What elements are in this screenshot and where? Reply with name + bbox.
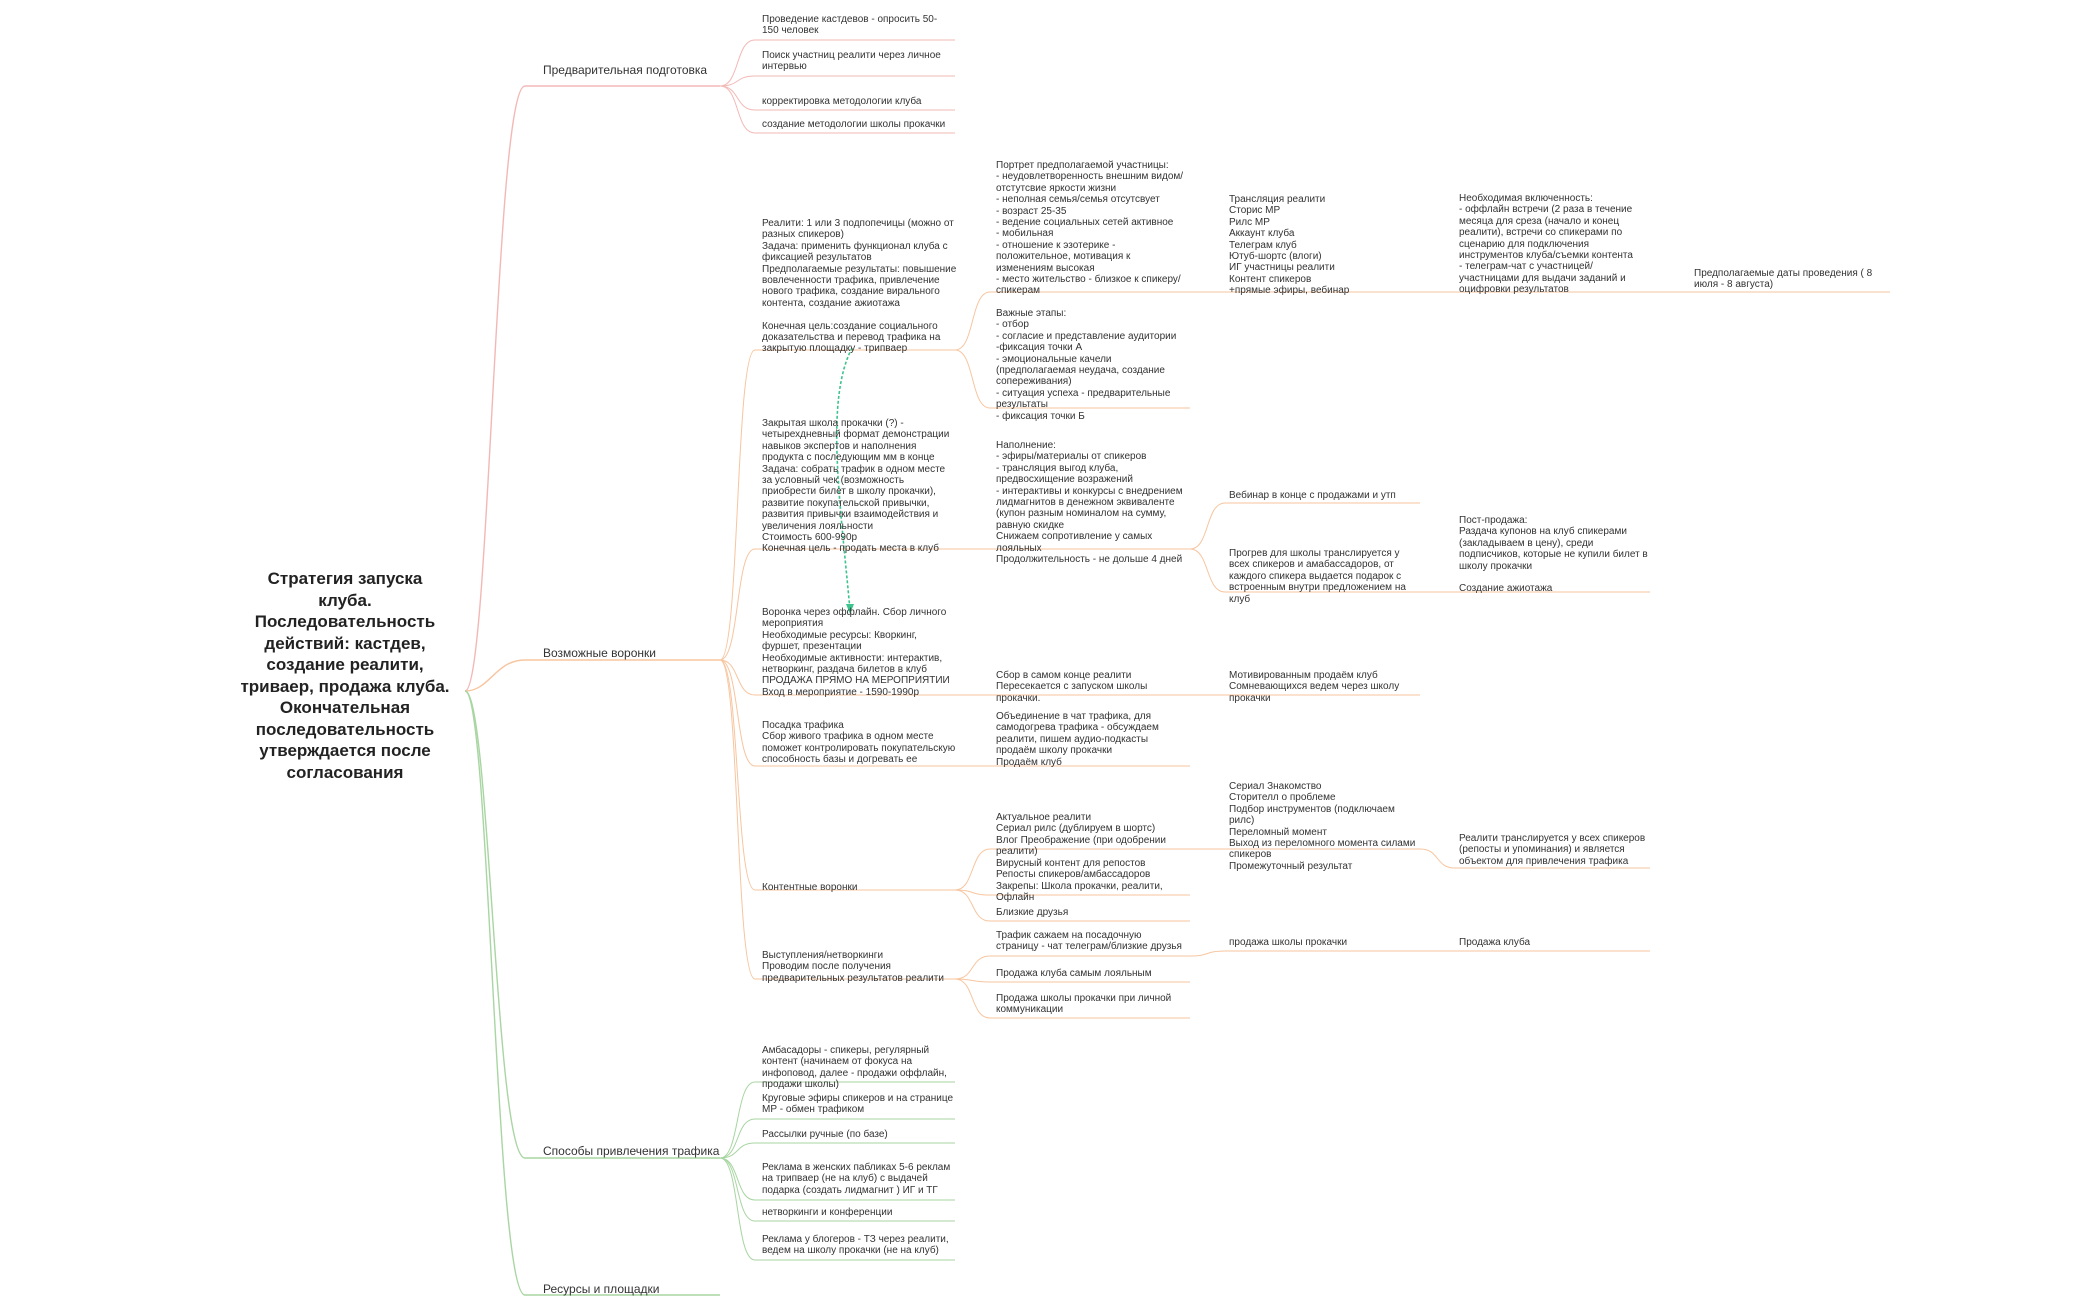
prep-search-participants[interactable]: Поиск участниц реалити через личное инте… (762, 50, 941, 73)
funnel-closed-school[interactable]: Закрытая школа прокачки (?) - четырехдне… (762, 418, 950, 555)
link-root-branch-traffic (464, 690, 720, 1159)
branch-funnels[interactable]: Возможные воронки (543, 646, 656, 660)
link-prep-3 (719, 85, 955, 111)
traffic-ambassadors[interactable]: Амбасадоры - спикеры, регулярный контент… (762, 1045, 947, 1091)
school-post-sale[interactable]: Пост-продажа: Раздача купонов на клуб сп… (1459, 515, 1648, 595)
funnel-offline[interactable]: Воронка через оффлайн. Сбор личного меро… (762, 607, 950, 698)
link-root-branch-resources (464, 690, 720, 1296)
funnel-content[interactable]: Контентные воронки (762, 882, 858, 893)
traffic-bloggers[interactable]: Реклама у блогеров - ТЗ через реалити, в… (762, 1234, 949, 1257)
link-root-branch-funnels (464, 659, 720, 692)
speaking-loyal[interactable]: Продажа клуба самым лояльным (996, 968, 1152, 979)
branch-preparation[interactable]: Предварительная подготовка (543, 63, 708, 77)
root-topic[interactable]: Стратегия запуска клуба. Последовательно… (240, 569, 450, 782)
branch-traffic[interactable]: Способы привлечения трафика (543, 1144, 720, 1158)
reality-inclusion[interactable]: Необходимая включенность: - оффлайн встр… (1459, 193, 1633, 296)
content-serial[interactable]: Сериал Знакомство Сторителл о проблеме П… (1229, 781, 1416, 872)
link-funnel-speaking (719, 659, 955, 980)
funnel-speaking[interactable]: Выступления/нетворкинги Проводим после п… (762, 950, 944, 984)
link-prep-2 (719, 75, 955, 87)
prep-correct-methodology[interactable]: корректировка методологии клуба (762, 96, 922, 107)
speaking-club-sale[interactable]: Продажа клуба (1459, 937, 1531, 948)
funnel-reality[interactable]: Реалити: 1 или 3 подпопечицы (можно от р… (762, 218, 957, 355)
link-prep-1 (719, 39, 955, 87)
reality-portrait[interactable]: Портрет предполагаемой участницы: - неуд… (996, 160, 1184, 297)
content-reality-broadcast[interactable]: Реалити транслируется у всех спикеров (р… (1459, 833, 1646, 867)
speaking-landing[interactable]: Трафик сажаем на посадочную страницу - ч… (996, 930, 1182, 953)
school-warmup[interactable]: Прогрев для школы транслируется у всех с… (1229, 548, 1406, 605)
relation-connector (835, 347, 853, 611)
branch-resources[interactable]: Ресурсы и площадки (543, 1282, 660, 1296)
link-root-branch-prep (464, 85, 720, 692)
school-webinar[interactable]: Вебинар в конце с продажами и утп (1229, 490, 1396, 501)
link-funnel-reality (719, 349, 955, 661)
traffic-circular-streams[interactable]: Круговые эфиры спикеров и на странице МР… (762, 1093, 954, 1116)
offline-collect-end[interactable]: Сбор в самом конце реалити Пересекается … (996, 670, 1148, 704)
link-prep-4 (719, 85, 955, 134)
reality-stages[interactable]: Важные этапы: - отбор - согласие и предс… (996, 308, 1177, 422)
school-filling[interactable]: Наполнение: - эфиры/материалы от спикеро… (996, 440, 1183, 566)
speaking-personal[interactable]: Продажа школы прокачки при личной коммун… (996, 993, 1172, 1016)
link-funnel-content (719, 659, 955, 891)
reality-dates[interactable]: Предполагаемые даты проведения ( 8 июля … (1694, 268, 1873, 291)
speaking-school-sale[interactable]: продажа школы прокачки (1229, 937, 1348, 948)
traffic-public-ads[interactable]: Реклама в женских пабликах 5-6 реклам на… (762, 1162, 951, 1196)
relation-arrow-icon (846, 604, 854, 614)
offline-motivated[interactable]: Мотивированным продаём клуб Сомневающихс… (1229, 670, 1400, 704)
prep-custdev[interactable]: Проведение кастдевов - опросить 50-150 ч… (762, 14, 938, 37)
link-funnel-offline (719, 659, 955, 696)
link-funnel-school (719, 548, 955, 661)
content-actual[interactable]: Актуальное реалити Сериал рилс (дублируе… (996, 812, 1166, 881)
prep-school-methodology[interactable]: создание методологии школы прокачки (762, 119, 946, 130)
traffic-mailings[interactable]: Рассылки ручные (по базе) (762, 1129, 888, 1140)
content-pins[interactable]: Закрепы: Школа прокачки, реалити, Офлайн (996, 881, 1163, 904)
traffic-networking[interactable]: нетворкинги и конференции (762, 1207, 893, 1218)
funnel-landing[interactable]: Посадка трафика Сбор живого трафика в од… (762, 720, 956, 766)
link-funnel-landing (719, 659, 955, 767)
landing-chat[interactable]: Объединение в чат трафика, для самодогре… (996, 711, 1159, 768)
reality-translation[interactable]: Трансляция реалити Сторис МР Рилс МР Акк… (1229, 194, 1350, 297)
content-friends[interactable]: Близкие друзья (996, 907, 1069, 918)
